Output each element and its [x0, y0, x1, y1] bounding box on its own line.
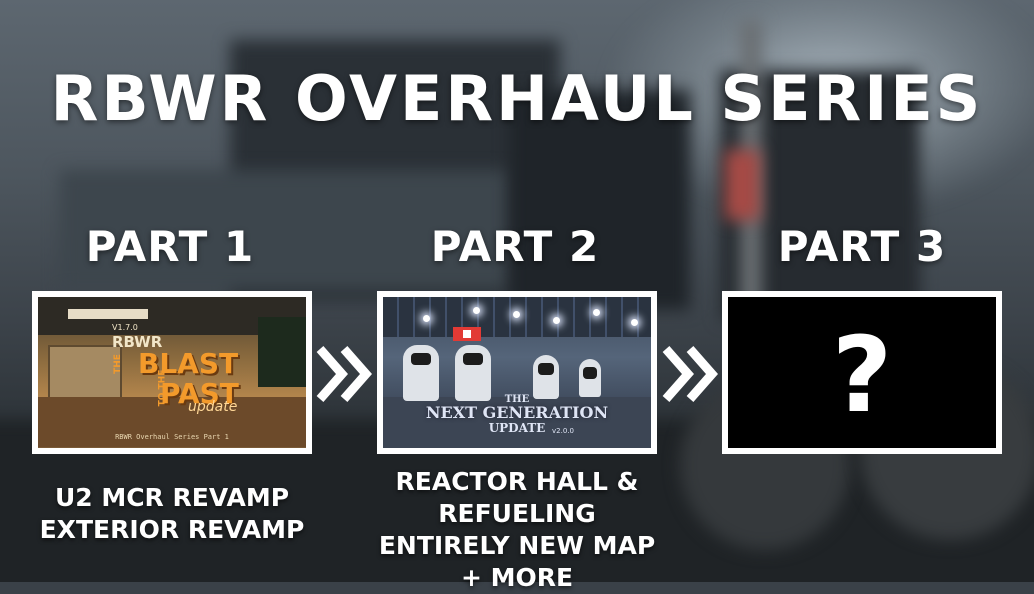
- thumb-the: THE: [504, 394, 530, 405]
- part-3-label: PART 3: [777, 222, 947, 271]
- question-mark-icon: ?: [831, 314, 893, 436]
- thumb-update: update: [188, 399, 238, 415]
- thumb-subtitle: RBWR Overhaul Series Part 1: [115, 433, 229, 441]
- desc-line: EXTERIOR REVAMP: [39, 515, 305, 544]
- desc-line: + MORE: [460, 563, 574, 592]
- part-1-thumbnail[interactable]: V1.7.0 RBWR THE BLAST TO THE PAST update…: [32, 291, 312, 454]
- thumb-blast: BLAST: [138, 347, 239, 380]
- thumb-past: PAST: [160, 377, 239, 410]
- desc-line: REACTOR HALL & REFUELING: [395, 467, 639, 528]
- thumb-the: THE: [112, 354, 123, 374]
- desc-line: ENTIRELY NEW MAP: [378, 531, 656, 560]
- part-2-label: PART 2: [430, 222, 600, 271]
- thumb-version: v2.0.0: [552, 427, 574, 435]
- thumb-brand: RBWR: [112, 333, 163, 351]
- page-title: RBWR OVERHAUL SERIES: [50, 62, 984, 135]
- part-2-thumbnail[interactable]: THE NEXT GENERATION UPDATE v2.0.0: [377, 291, 657, 454]
- part-3-thumbnail[interactable]: ?: [722, 291, 1002, 454]
- part-2-description: REACTOR HALL & REFUELING ENTIRELY NEW MA…: [322, 466, 712, 594]
- part-1-label: PART 1: [85, 222, 255, 271]
- chevron-right-double-icon: [662, 346, 718, 402]
- thumb-update: UPDATE: [488, 421, 546, 435]
- thumb-name: NEXT GENERATION: [425, 403, 609, 422]
- chevron-right-double-icon: [316, 346, 372, 402]
- thumb-version: V1.7.0: [112, 323, 138, 332]
- desc-line: U2 MCR REVAMP: [54, 483, 290, 512]
- part-1-description: U2 MCR REVAMP EXTERIOR REVAMP: [32, 482, 312, 546]
